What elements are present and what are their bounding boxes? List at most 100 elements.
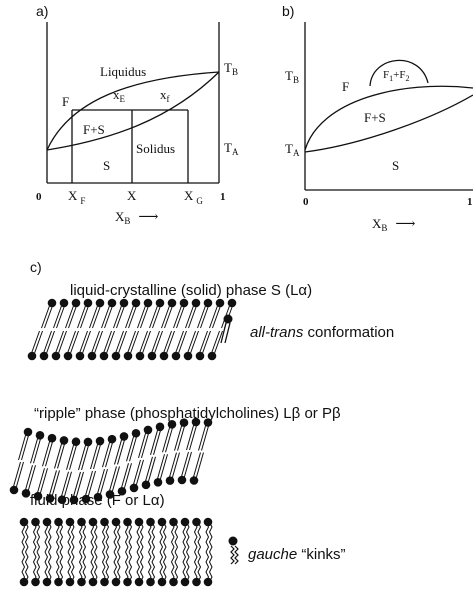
- lipid-molecule: [88, 517, 98, 553]
- lipid-molecule: [77, 551, 87, 587]
- region-f-label: F: [62, 94, 69, 109]
- lipid-molecule: [93, 469, 108, 502]
- lipid-molecule: [18, 427, 33, 461]
- lipid-molecule: [209, 298, 225, 329]
- lipid-molecule: [88, 551, 98, 587]
- lipid-molecule: [42, 433, 57, 467]
- panel-b-region-f: F: [342, 79, 349, 94]
- lipid-molecule: [153, 454, 168, 487]
- panel-b-region-s: S: [392, 158, 399, 173]
- lipid-molecule: [78, 437, 93, 471]
- lipid-molecule: [105, 466, 120, 499]
- xe-label: xE: [113, 87, 126, 104]
- gauche-caption: gauche “kinks”: [248, 546, 346, 563]
- phase3-title: fluid phase (F or Lα): [30, 492, 165, 509]
- lipid-molecule: [39, 330, 55, 361]
- lipid-molecule: [21, 465, 36, 498]
- lipid-molecule: [135, 330, 151, 361]
- liquidus-curve: [46, 71, 220, 151]
- lipid-molecule: [180, 517, 190, 553]
- panel-b-tick-0: 0: [303, 196, 309, 208]
- lipid-molecule: [183, 330, 199, 361]
- lipid-molecule: [123, 551, 133, 587]
- lipid-molecule: [100, 517, 110, 553]
- lipid-molecule: [180, 551, 190, 587]
- tick-x: X: [127, 188, 137, 203]
- lipid-molecule: [192, 551, 202, 587]
- lipid-molecule: [138, 425, 153, 459]
- phase1-title: liquid-crystalline (solid) phase S (Lα): [70, 282, 313, 299]
- lipid-molecule: [198, 418, 213, 451]
- lipid-molecule: [65, 298, 81, 329]
- lipid-molecule: [169, 551, 179, 587]
- bilayer-ripple: [9, 417, 213, 505]
- lipid-molecule: [186, 417, 201, 451]
- lipid-molecule: [189, 452, 204, 485]
- lipid-molecule: [174, 418, 189, 451]
- lipid-molecule: [77, 298, 93, 329]
- panel-a-tb-label: TB: [224, 60, 238, 77]
- lipid-molecule: [89, 298, 105, 329]
- lipid-molecule: [141, 456, 156, 490]
- lipid-molecule: [90, 436, 105, 470]
- lipid-molecule: [100, 551, 110, 587]
- lipid-molecule: [66, 437, 81, 470]
- lipid-molecule: [102, 434, 117, 468]
- lipid-molecule: [111, 517, 121, 553]
- lipid-molecule: [111, 551, 121, 587]
- lipid-molecule: [9, 461, 24, 495]
- lipid-molecule: [53, 298, 69, 329]
- liquidus-label: Liquidus: [100, 64, 146, 79]
- lipid-molecule: [65, 517, 75, 553]
- lipid-molecule: [19, 551, 29, 587]
- lipid-molecule: [134, 517, 144, 553]
- lipid-molecule: [185, 298, 201, 329]
- panel-b-upper-boundary: [304, 85, 473, 151]
- lipid-molecule: [31, 517, 41, 553]
- panel-b-lower-boundary: [304, 94, 473, 153]
- panel-b: [304, 22, 473, 191]
- lipid-molecule: [150, 422, 165, 455]
- lipid-molecule: [203, 517, 213, 553]
- region-fs-label: F+S: [83, 122, 105, 137]
- lipid-molecule: [171, 330, 187, 361]
- lipid-molecule: [111, 330, 127, 361]
- lipid-molecule: [126, 428, 141, 462]
- lipid-molecule: [169, 517, 179, 553]
- lipid-molecule: [87, 330, 103, 361]
- lipid-molecule: [42, 517, 52, 553]
- bilayer-fluid: [19, 517, 213, 587]
- lipid-molecule: [147, 330, 163, 361]
- lipid-molecule: [57, 471, 72, 505]
- solidus-curve: [46, 71, 220, 151]
- f1f2-dome: [369, 59, 429, 87]
- lipid-molecule: [77, 517, 87, 553]
- panel-a-label: a): [36, 3, 48, 19]
- all-trans-caption: all-trans conformation: [250, 324, 395, 341]
- lipid-molecule: [157, 517, 167, 553]
- lipid-molecule: [161, 298, 177, 329]
- lipid-molecule: [177, 451, 192, 485]
- lipid-molecule: [41, 298, 57, 329]
- lipid-molecule: [125, 298, 141, 329]
- lipid-molecule: [192, 517, 202, 553]
- lipid-molecule: [81, 470, 96, 504]
- panel-b-axis-label: XB⟶: [372, 216, 415, 233]
- lipid-molecule: [197, 298, 213, 329]
- panel-a-tick-1: 1: [220, 191, 226, 203]
- lipid-molecule: [149, 298, 165, 329]
- lipid-molecule: [54, 436, 69, 469]
- lipid-molecule: [157, 551, 167, 587]
- panel-a-tick-0: 0: [36, 191, 42, 203]
- lipid-molecule: [173, 298, 189, 329]
- lipid-molecule: [123, 517, 133, 553]
- lipid-molecule: [114, 432, 129, 465]
- lipid-molecule: [54, 551, 64, 587]
- lipid-molecule: [42, 551, 52, 587]
- region-f1f2-label: F1+F2: [383, 69, 409, 83]
- lipid-molecule: [123, 330, 139, 361]
- lipid-molecule: [117, 463, 132, 496]
- lipid-molecule: [137, 298, 153, 329]
